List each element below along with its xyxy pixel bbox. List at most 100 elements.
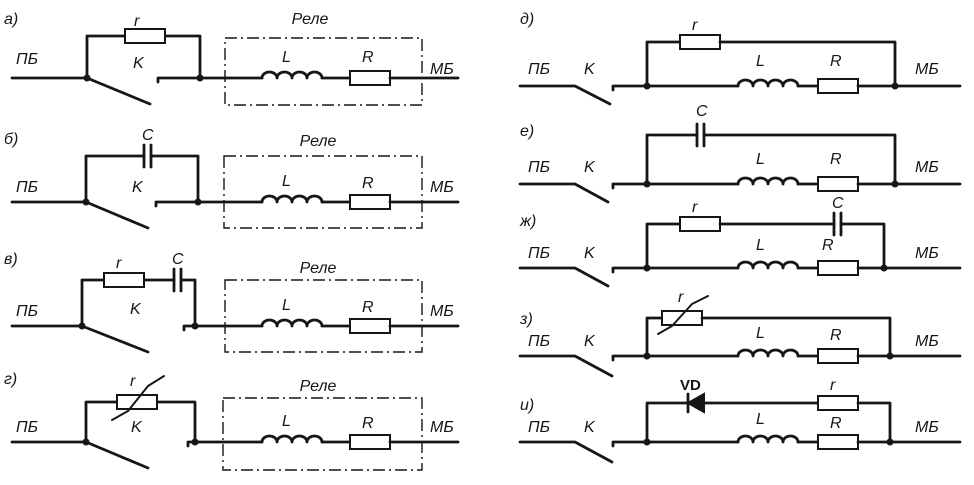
diode-vd-label: VD xyxy=(680,377,701,394)
circuit-i: и) ПБ МБ K L R VD r xyxy=(518,377,962,464)
capacitor-c-label: C xyxy=(696,103,708,120)
relay-box xyxy=(224,279,423,353)
inductance-l xyxy=(260,318,324,328)
contact-k-label: K xyxy=(584,159,596,176)
resistance-r xyxy=(817,78,859,94)
variant-label-e: е) xyxy=(520,123,534,140)
inductance-l-label: L xyxy=(756,325,765,342)
resistance-r-label: R xyxy=(822,237,834,254)
varistor-r-label: r xyxy=(678,289,684,306)
circuit-g: г) ПБ МБ r K Реле L R xyxy=(4,371,460,471)
circuit-e: е) ПБ МБ K L R C xyxy=(518,103,962,204)
resistance-r xyxy=(349,70,391,86)
resistance-r xyxy=(817,176,859,192)
variant-label-a: а) xyxy=(4,11,18,28)
inductance-l xyxy=(260,194,324,204)
variant-label-z: з) xyxy=(519,311,533,328)
relay-label: Реле xyxy=(292,11,329,28)
resistance-r xyxy=(349,194,391,210)
resistance-r-label: R xyxy=(830,151,842,168)
inductance-l-label: L xyxy=(756,53,765,70)
relay-label: Реле xyxy=(300,378,337,395)
terminal-mb: МБ xyxy=(915,333,939,350)
varistor xyxy=(116,394,158,410)
circuit-zh: ж) ПБ МБ K L R r C xyxy=(518,195,962,288)
terminal-pb: ПБ xyxy=(528,61,550,78)
contact-k-label: K xyxy=(132,179,144,196)
terminal-pb: ПБ xyxy=(528,245,550,262)
contact-k-label: K xyxy=(584,419,596,436)
inductance-l-label: L xyxy=(756,237,765,254)
inductance-l xyxy=(736,348,800,358)
resistance-r xyxy=(817,260,859,276)
resistance-r xyxy=(349,318,391,334)
inductance-l xyxy=(736,260,800,270)
resistor-r xyxy=(124,28,166,44)
resistor-r-label: r xyxy=(830,377,836,394)
varistor-r-label: r xyxy=(130,373,136,390)
inductance-l xyxy=(260,434,324,444)
resistance-r-label: R xyxy=(362,415,374,432)
varistor xyxy=(661,310,703,326)
resistor-r-label: r xyxy=(692,17,698,34)
terminal-pb: ПБ xyxy=(528,159,550,176)
resistor-r xyxy=(679,34,721,50)
circuit-d: д) ПБ МБ K L R r xyxy=(518,11,962,106)
resistor-r-label: r xyxy=(116,255,122,272)
contact-k-label: K xyxy=(130,301,142,318)
variant-label-zh: ж) xyxy=(519,213,536,230)
terminal-mb: МБ xyxy=(915,419,939,436)
inductance-l xyxy=(736,78,800,88)
contact-k-label: K xyxy=(584,333,596,350)
capacitor-c-label: C xyxy=(172,251,184,268)
resistance-r xyxy=(349,434,391,450)
inductance-l xyxy=(260,70,324,80)
variant-label-i: и) xyxy=(520,397,534,414)
terminal-mb: МБ xyxy=(430,179,454,196)
inductance-l xyxy=(736,176,800,186)
resistance-r-label: R xyxy=(362,299,374,316)
terminal-mb: МБ xyxy=(915,245,939,262)
resistor-r xyxy=(679,216,721,232)
capacitor-c-label: C xyxy=(832,195,844,212)
inductance-l xyxy=(736,434,800,444)
inductance-l-label: L xyxy=(282,49,291,66)
resistor-r-label: r xyxy=(134,13,140,30)
circuit-v: в) ПБ МБ r C K Реле L R xyxy=(4,251,460,354)
terminal-mb: МБ xyxy=(430,419,454,436)
relay-box xyxy=(224,37,423,106)
terminal-pb: ПБ xyxy=(528,419,550,436)
capacitor-c xyxy=(172,267,183,293)
terminal-pb: ПБ xyxy=(16,51,38,68)
diode-vd xyxy=(685,392,705,414)
contact-k-label: K xyxy=(133,55,145,72)
terminal-mb: МБ xyxy=(915,159,939,176)
relay-label: Реле xyxy=(300,260,337,277)
inductance-l-label: L xyxy=(282,413,291,430)
inductance-l-label: L xyxy=(282,297,291,314)
inductance-l-label: L xyxy=(282,173,291,190)
terminal-pb: ПБ xyxy=(16,419,38,436)
contact-k-label: K xyxy=(584,245,596,262)
resistance-r-label: R xyxy=(830,415,842,432)
resistor-r-label: r xyxy=(692,199,698,216)
resistance-r-label: R xyxy=(362,49,374,66)
resistance-r-label: R xyxy=(830,53,842,70)
circuit-b: б) ПБ МБ C K Реле L R xyxy=(4,127,460,230)
relay-box xyxy=(222,397,423,471)
terminal-mb: МБ xyxy=(915,61,939,78)
varistor-nonlinear-mark xyxy=(111,375,165,421)
contact-k-label: K xyxy=(584,61,596,78)
contact-k-label: K xyxy=(131,419,143,436)
variant-label-d: д) xyxy=(520,11,534,28)
terminal-pb: ПБ xyxy=(528,333,550,350)
relay-label: Реле xyxy=(300,133,337,150)
resistance-r-label: R xyxy=(362,175,374,192)
terminal-pb: ПБ xyxy=(16,179,38,196)
varistor-nonlinear-mark xyxy=(657,295,709,335)
variant-label-g: г) xyxy=(4,371,17,388)
terminal-mb: МБ xyxy=(430,303,454,320)
circuit-a: а) ПБ МБ r K Реле L R xyxy=(4,11,460,106)
inductance-l-label: L xyxy=(756,411,765,428)
